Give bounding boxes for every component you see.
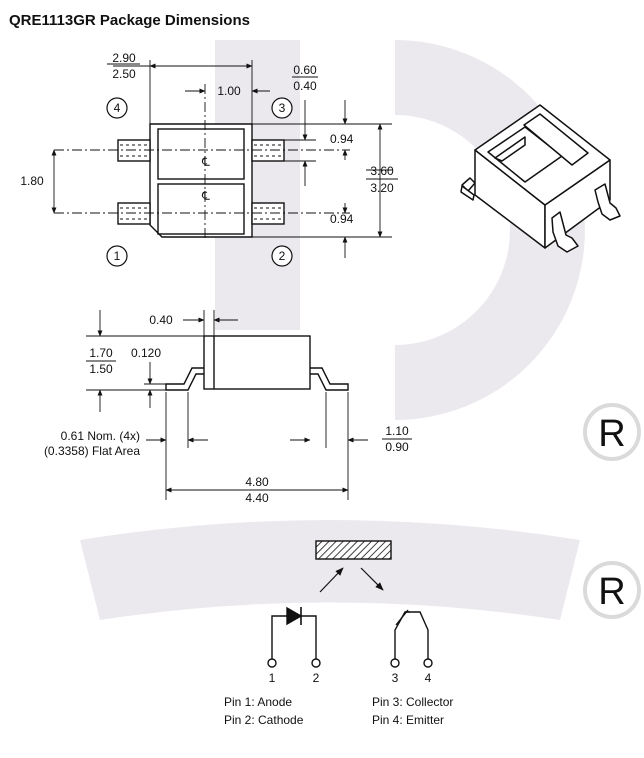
schematic-pin-3: 3 (392, 671, 399, 685)
schematic-pin-2: 2 (313, 671, 320, 685)
overall-min-label: 4.40 (245, 491, 269, 505)
registered-mark-1 (583, 403, 641, 461)
width-min-label: 2.50 (112, 67, 136, 81)
legend-pin-3: Pin 3: Collector (372, 695, 453, 709)
lead-pitch-label: 1.00 (217, 84, 241, 98)
flat-area-line2: (0.3358) Flat Area (44, 444, 140, 458)
legend-pin-1: Pin 1: Anode (224, 695, 292, 709)
lead-width-max-label: 0.60 (293, 63, 317, 77)
body-offset-label: 0.40 (149, 313, 173, 327)
pin-callout-2: 2 (279, 249, 286, 263)
flat-area-line1: 0.61 Nom. (4x) (61, 429, 140, 443)
reflective-target (315, 540, 392, 560)
registered-mark-1-letter: R (598, 413, 625, 455)
pin-callout-3: 3 (279, 101, 286, 115)
foot-max-label: 1.10 (385, 424, 409, 438)
schematic (267, 540, 433, 668)
legend-pin-2: Pin 2: Cathode (224, 713, 304, 727)
pin-callout-1: 1 (114, 249, 121, 263)
isometric-view (460, 104, 621, 253)
lead-thickness-label: 0.120 (131, 346, 161, 360)
height-min-label: 1.50 (89, 362, 113, 376)
lead-spacing-label: 1.80 (20, 174, 44, 188)
lead-width-min-label: 0.40 (293, 79, 317, 93)
page-title: QRE1113GR Package Dimensions (9, 12, 250, 29)
top-view (51, 60, 392, 258)
centerline-mark-lower: ℄ (201, 189, 210, 203)
length-min-label: 3.20 (370, 181, 394, 195)
lower-offset-label: 0.94 (330, 212, 354, 226)
diode-triangle (286, 606, 303, 626)
registered-mark-2-letter: R (598, 571, 625, 613)
schematic-pin-4: 4 (425, 671, 432, 685)
centerline-mark-upper: ℄ (201, 155, 210, 169)
side-view (86, 310, 368, 500)
upper-offset-label: 0.94 (330, 132, 354, 146)
foot-min-label: 0.90 (385, 440, 409, 454)
registered-mark-2 (583, 561, 641, 619)
legend-pin-4: Pin 4: Emitter (372, 713, 444, 727)
width-max-label: 2.90 (112, 51, 136, 65)
overall-max-label: 4.80 (245, 475, 269, 489)
height-max-label: 1.70 (89, 346, 113, 360)
length-max-label: 3.60 (370, 164, 394, 178)
pin-callouts: 4 3 1 2 (106, 97, 293, 267)
pin-callout-4: 4 (114, 101, 121, 115)
schematic-pin-1: 1 (269, 671, 276, 685)
